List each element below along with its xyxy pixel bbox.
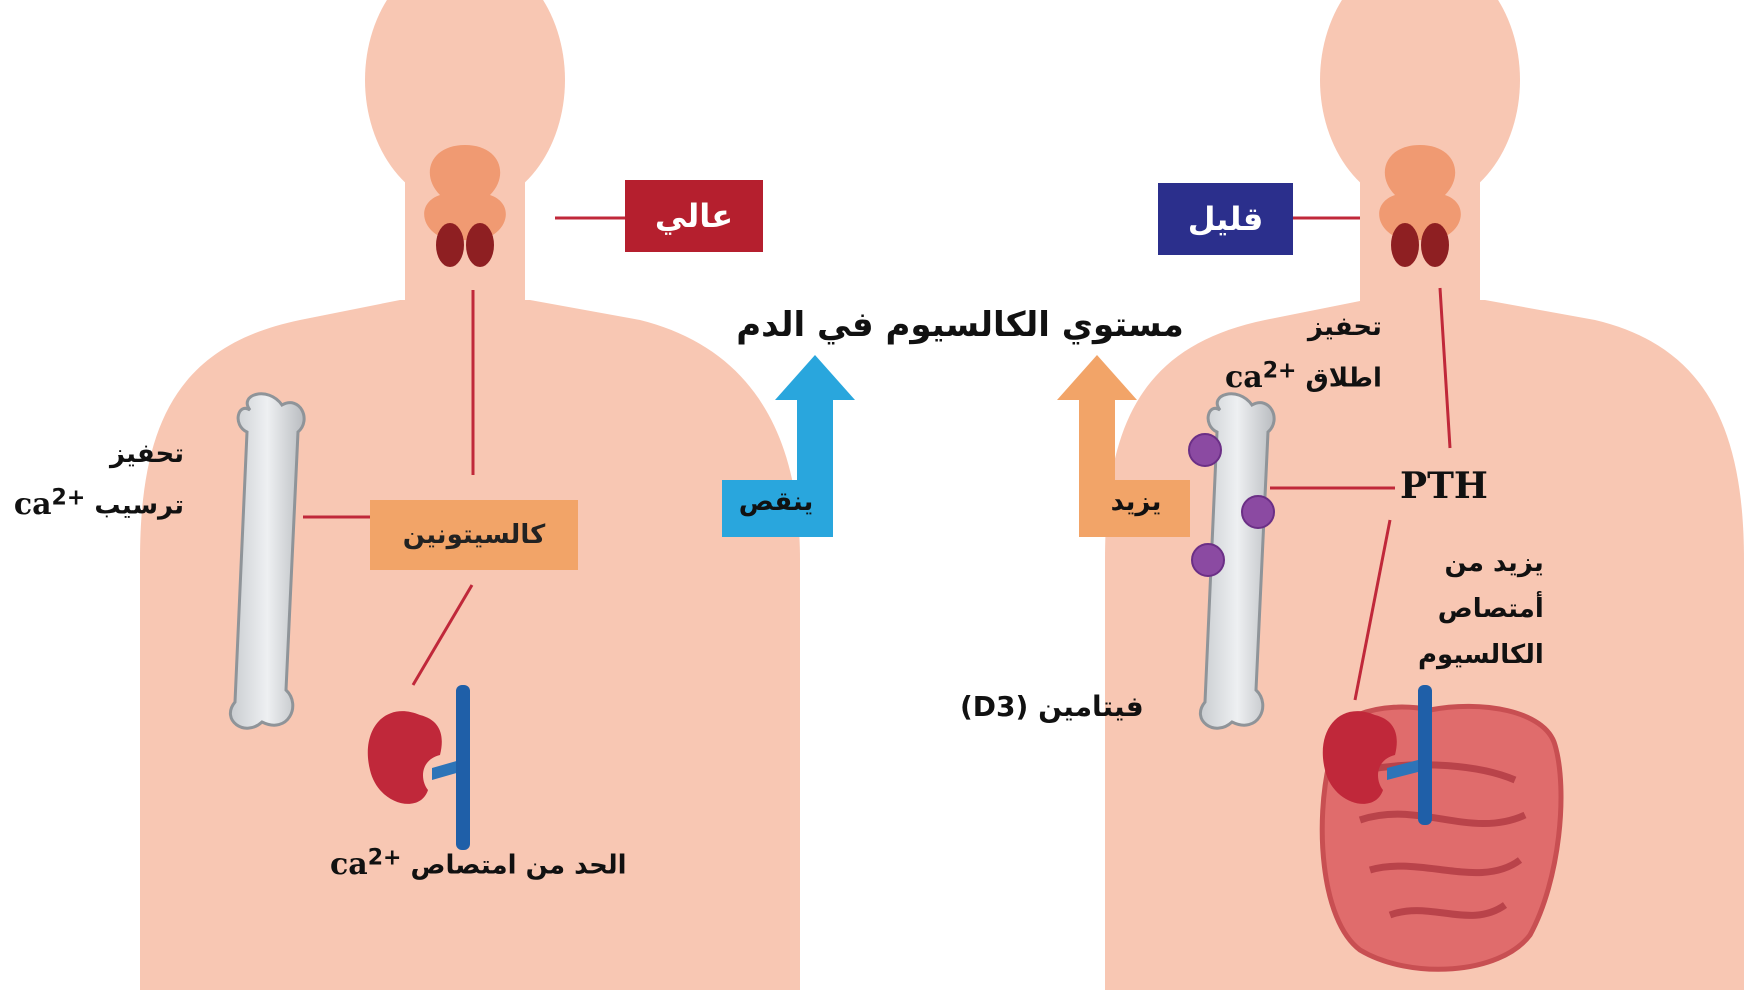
diagram-title: مستوي الكالسيوم في الدم [735,305,1185,345]
left-kidney-note-ion: ca [330,847,368,882]
left-bone-note-charge: 2+ [52,485,86,510]
intestine-note-line2: أمتصاص [1418,586,1544,632]
left-bone-note-ion: ca [14,487,52,522]
left-kidney-note-charge: 2+ [368,845,402,870]
left-bone-note-line2: ترسيب ca2+ [14,476,184,528]
right-bone-note-word: اطلاق [1306,364,1382,394]
intestine-note: يزيد من أمتصاص الكالسيوم [1418,540,1544,678]
left-bone-note-word: ترسيب [94,491,184,521]
left-kidney-note: الحد من امتصاص ca2+ [330,845,627,882]
high-level-label: عالي [625,180,763,252]
increase-arrow-label: يزيد [1082,487,1190,517]
left-bone-note: تحفيز ترسيب ca2+ [14,432,184,528]
calcitonin-label: كالسيتونين [370,500,578,570]
left-bone-note-line1: تحفيز [14,432,184,476]
left-kidney-note-text: الحد من امتصاص [411,851,627,881]
right-bone-note-line2: اطلاق ca2+ [1225,349,1382,401]
low-level-label: قليل [1158,183,1293,255]
intestine-note-line3: الكالسيوم [1418,632,1544,678]
pth-label: PTH [1400,465,1488,507]
right-bone-note: تحفيز اطلاق ca2+ [1225,305,1382,401]
right-bone-note-charge: 2+ [1263,358,1297,383]
right-bone-note-line1: تحفيز [1225,305,1382,349]
right-bone-note-ion: ca [1225,360,1263,395]
vitamin-d3-label: فيتامين (D3) [960,690,1144,723]
decrease-arrow-label: ينقص [722,487,830,517]
intestine-note-line1: يزيد من [1418,540,1544,586]
